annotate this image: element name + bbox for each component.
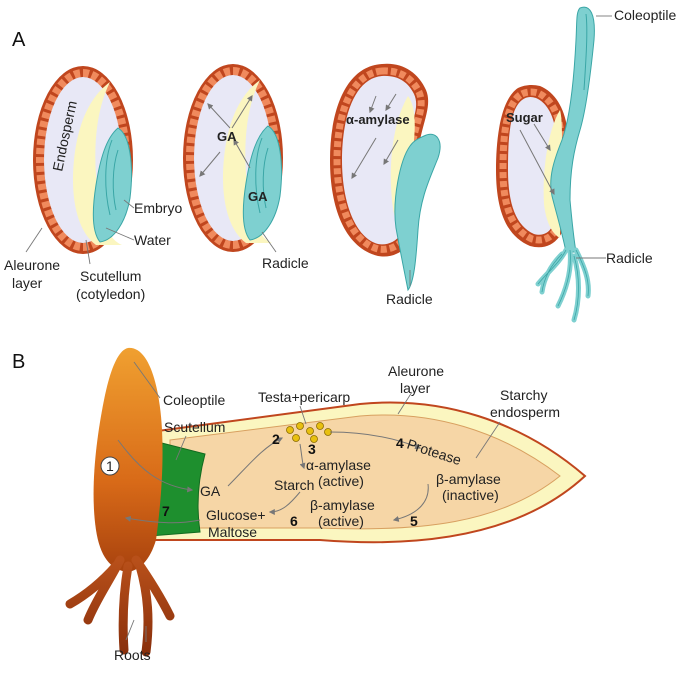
beta-amylase-inactive-label-2: (inactive) <box>442 487 499 503</box>
gibberellin-granules <box>286 422 332 443</box>
radicle-label-4: Radicle <box>606 250 653 266</box>
step-4: 4 <box>396 435 404 451</box>
seed-2 <box>183 64 283 252</box>
coleoptile-label-b: Coleoptile <box>163 392 225 408</box>
scutellum-label-2: (cotyledon) <box>76 286 145 302</box>
step-6: 6 <box>290 513 298 529</box>
beta-amylase-active-label-2: (active) <box>318 513 364 529</box>
radicle-label-2: Radicle <box>262 255 309 271</box>
seed-1 <box>33 66 133 254</box>
aleurone-label-b-1: Aleurone <box>388 363 444 379</box>
starch-label: Starch <box>274 477 314 493</box>
roots-label: Roots <box>114 647 151 663</box>
step-1: 1 <box>106 458 114 474</box>
radicle-label-3: Radicle <box>386 291 433 307</box>
water-label: Water <box>134 232 171 248</box>
glucose-maltose-label-1: Glucose+ <box>206 507 266 523</box>
aleurone-layer-label-2: layer <box>12 275 43 291</box>
panel-b-letter: B <box>12 351 25 373</box>
flow-arrows <box>117 431 429 524</box>
coleoptile-label-a: Coleoptile <box>614 7 676 23</box>
step-5: 5 <box>410 513 418 529</box>
ga-label-top: GA <box>217 129 237 144</box>
seedling-b <box>65 347 175 657</box>
seed-4 <box>496 6 595 323</box>
ga-label-bottom: GA <box>248 189 268 204</box>
starchy-endosperm-label-2: endosperm <box>490 404 560 420</box>
aleurone-label-b-2: layer <box>400 380 431 396</box>
alpha-amylase-label-b-2: (active) <box>318 473 364 489</box>
beta-amylase-active-label-1: β-amylase <box>310 497 375 513</box>
scutellum-label-b: Scutellum <box>164 419 225 435</box>
step-3: 3 <box>308 441 316 457</box>
panel-a-letter: A <box>12 29 26 51</box>
step-2: 2 <box>272 431 280 447</box>
glucose-maltose-label-2: Maltose <box>208 524 257 540</box>
testa-pericarp-label: Testa+pericarp <box>258 389 350 405</box>
alpha-amylase-label-a: α-amylase <box>346 112 410 127</box>
ga-label-b: GA <box>200 483 221 499</box>
starchy-endosperm-label-1: Starchy <box>500 387 547 403</box>
alpha-amylase-label-b-1: α-amylase <box>306 457 371 473</box>
grain-b <box>149 401 587 544</box>
scutellum-label-1: Scutellum <box>80 268 141 284</box>
seed-3 <box>330 63 441 292</box>
beta-amylase-inactive-label-1: β-amylase <box>436 471 501 487</box>
aleurone-layer-label-1: Aleurone <box>4 257 60 273</box>
step-7: 7 <box>162 503 170 519</box>
embryo-label: Embryo <box>134 200 182 216</box>
sugar-label: Sugar <box>506 110 543 125</box>
